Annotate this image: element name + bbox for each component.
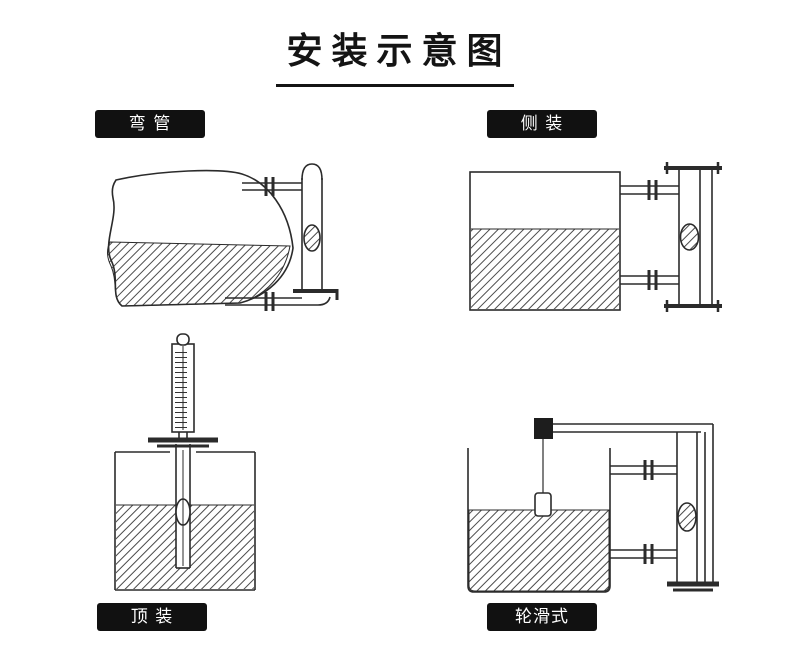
guide-tube	[175, 444, 191, 569]
scale-cap	[176, 333, 190, 346]
gauge-chamber	[293, 163, 339, 300]
lower-bracket-pipe	[610, 544, 677, 564]
gauge-chamber	[667, 424, 719, 592]
float	[679, 223, 700, 251]
tank-liquid	[471, 228, 619, 309]
lower-process-pipe	[620, 270, 679, 290]
label-bend-pipe: 弯 管	[95, 110, 205, 138]
tank-shell	[114, 451, 256, 591]
label-side-mount: 侧 装	[487, 110, 597, 138]
float	[303, 224, 321, 252]
bend-pipe-diagram	[107, 163, 339, 311]
side-mount-diagram	[469, 162, 722, 312]
hanging-float	[534, 492, 552, 517]
upper-process-pipe	[242, 177, 302, 196]
support-beam	[540, 423, 713, 433]
top-mount-diagram	[114, 333, 256, 591]
indicator-scale	[171, 333, 195, 433]
tank-liquid	[468, 509, 610, 592]
page-title: 安装示意图	[276, 22, 514, 87]
lower-process-pipe	[225, 292, 331, 311]
mounting-flange	[148, 432, 218, 448]
tank-shell	[467, 448, 611, 593]
pulley-type-diagram	[467, 418, 719, 593]
upper-bracket-pipe	[610, 460, 677, 480]
float	[677, 502, 697, 532]
pulley-block	[534, 418, 553, 517]
tank-shell	[107, 169, 294, 307]
gauge-chamber	[664, 162, 722, 312]
upper-process-pipe	[620, 180, 679, 200]
tank-liquid	[107, 241, 291, 307]
page-title-wrap: 安装示意图	[0, 22, 790, 87]
tank-shell	[469, 171, 621, 311]
label-pulley-type: 轮滑式	[487, 603, 597, 631]
label-top-mount: 顶 装	[97, 603, 207, 631]
